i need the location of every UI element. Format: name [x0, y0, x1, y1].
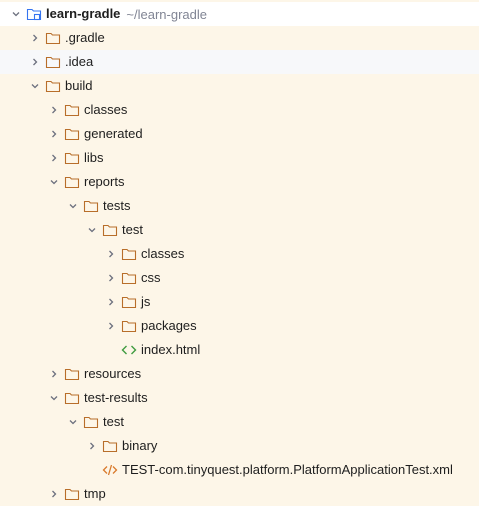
folder-icon — [45, 54, 61, 70]
tree-item[interactable]: classes — [0, 98, 479, 122]
folder-icon — [64, 126, 80, 142]
chevron-down-icon[interactable] — [46, 390, 62, 406]
tree-item-label: resources — [84, 366, 142, 381]
chevron-right-icon[interactable] — [103, 270, 119, 286]
tree-item[interactable]: .idea — [0, 50, 479, 74]
chevron-right-icon[interactable] — [103, 246, 119, 262]
tree-item-label: packages — [141, 318, 197, 333]
chevron-right-icon[interactable] — [84, 438, 100, 454]
tree-item-label: index.html — [141, 342, 201, 357]
chevron-right-icon[interactable] — [103, 318, 119, 334]
tree-item-label: test — [122, 222, 143, 237]
tree-item-label: classes — [84, 102, 128, 117]
tree-item-label: .gradle — [65, 30, 105, 45]
tree-item-label: classes — [141, 246, 185, 261]
chevron-down-icon[interactable] — [65, 414, 81, 430]
tree-item[interactable]: js — [0, 290, 479, 314]
chevron-right-icon[interactable] — [27, 54, 43, 70]
chevron-right-icon[interactable] — [46, 126, 62, 142]
chevron-down-icon[interactable] — [46, 174, 62, 190]
chevron-right-icon[interactable] — [46, 150, 62, 166]
folder-icon — [64, 366, 80, 382]
folder-icon — [121, 294, 137, 310]
folder-icon — [121, 318, 137, 334]
tree-item-label: test-results — [84, 390, 148, 405]
tree-item[interactable]: test — [0, 218, 479, 242]
folder-icon — [83, 198, 99, 214]
chevron-right-icon[interactable] — [27, 30, 43, 46]
folder-icon — [121, 246, 137, 262]
folder-icon — [121, 270, 137, 286]
tree-item-label: libs — [84, 150, 104, 165]
tree-item[interactable]: binary — [0, 434, 479, 458]
chevron-down-icon[interactable] — [8, 6, 24, 22]
folder-icon — [102, 222, 118, 238]
tree-item-label: generated — [84, 126, 143, 141]
chevron-right-icon[interactable] — [46, 366, 62, 382]
tree-item[interactable]: tmp — [0, 482, 479, 506]
root-label: learn-gradle — [46, 6, 121, 21]
tree-item[interactable]: packages — [0, 314, 479, 338]
project-module-icon — [26, 6, 42, 22]
folder-icon — [83, 414, 99, 430]
folder-icon — [64, 102, 80, 118]
tree-item[interactable]: resources — [0, 362, 479, 386]
chevron-down-icon[interactable] — [65, 198, 81, 214]
tree-item-label: build — [65, 78, 93, 93]
folder-icon — [64, 390, 80, 406]
tree-item[interactable]: index.html — [0, 338, 479, 362]
tree-item-label: reports — [84, 174, 125, 189]
tree-item[interactable]: classes — [0, 242, 479, 266]
tree-item-label: js — [141, 294, 151, 309]
html-file-icon — [121, 342, 137, 358]
tree-item-label: css — [141, 270, 161, 285]
chevron-down-icon[interactable] — [27, 78, 43, 94]
tree-item[interactable]: libs — [0, 146, 479, 170]
xml-file-icon — [102, 462, 118, 478]
tree-item[interactable]: generated — [0, 122, 479, 146]
tree-item[interactable]: build — [0, 74, 479, 98]
tree-item-label: test — [103, 414, 124, 429]
folder-icon — [45, 78, 61, 94]
tree-item[interactable]: css — [0, 266, 479, 290]
tree-item-label: TEST-com.tinyquest.platform.PlatformAppl… — [122, 462, 453, 477]
folder-icon — [45, 30, 61, 46]
tree-item-label: binary — [122, 438, 158, 453]
tree-item-label: .idea — [65, 54, 94, 69]
folder-icon — [64, 174, 80, 190]
root-path-hint: ~/learn-gradle — [126, 6, 207, 22]
tree-item-label: tmp — [84, 486, 106, 501]
folder-icon — [102, 438, 118, 454]
tree-item[interactable]: TEST-com.tinyquest.platform.PlatformAppl… — [0, 458, 479, 482]
tree-item[interactable]: reports — [0, 170, 479, 194]
tree-item[interactable]: test-results — [0, 386, 479, 410]
chevron-right-icon[interactable] — [46, 486, 62, 502]
tree-root-row[interactable]: learn-gradle ~/learn-gradle — [0, 2, 479, 26]
chevron-right-icon[interactable] — [103, 294, 119, 310]
tree-item[interactable]: tests — [0, 194, 479, 218]
tree-item-label: tests — [103, 198, 131, 213]
chevron-down-icon[interactable] — [84, 222, 100, 238]
folder-icon — [64, 150, 80, 166]
tree-item[interactable]: test — [0, 410, 479, 434]
tree-item[interactable]: .gradle — [0, 26, 479, 50]
chevron-right-icon[interactable] — [46, 102, 62, 118]
folder-icon — [64, 486, 80, 502]
